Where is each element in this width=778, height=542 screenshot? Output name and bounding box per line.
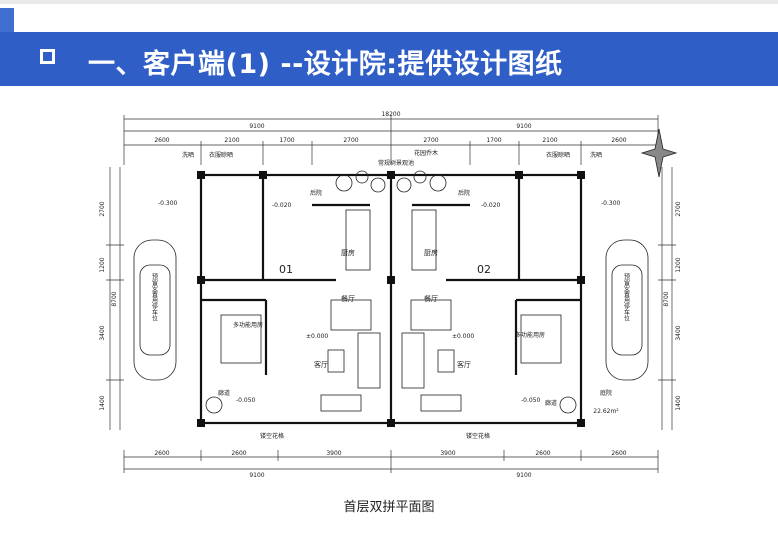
dim-seg-8: 2600 <box>611 137 626 144</box>
garden-right: 镂空花格 <box>466 432 490 440</box>
room-corridor-right: 廊道 <box>545 399 557 407</box>
dim-bot-1: 2600 <box>154 450 169 457</box>
room-kitchen-right: 厨房 <box>424 248 438 257</box>
title-banner: 一、客户端(1) --设计院:提供设计图纸 <box>0 32 778 86</box>
floor-plan-drawing: 18200 9100 9100 2600 2100 1700 2700 2700… <box>99 111 682 479</box>
room-multi-left: 多功能用房 <box>233 321 263 329</box>
unit-label-right: 02 <box>477 263 491 276</box>
level-left-floor: ±0.000 <box>306 333 328 340</box>
room-living-right: 客厅 <box>457 360 471 369</box>
dim-seg-5: 2700 <box>423 137 438 144</box>
room-clothes-right: 衣服晾晒 <box>546 151 570 159</box>
level-left-outer: -0.300 <box>158 200 178 207</box>
dim-side-l1: 2700 <box>99 201 106 216</box>
level-left-wc: -0.020 <box>272 202 292 209</box>
dim-bot-4: 3900 <box>440 450 455 457</box>
dim-side-r1: 2700 <box>675 201 682 216</box>
garden-left: 镂空花格 <box>260 432 284 440</box>
plan-caption: 首层双拼平面图 <box>343 500 435 515</box>
level-left-corridor: -0.050 <box>236 397 256 404</box>
dim-bot-3: 3900 <box>326 450 341 457</box>
unit-label-left: 01 <box>279 263 293 276</box>
room-dining-right: 餐厅 <box>424 294 438 303</box>
dim-half-left: 9100 <box>249 123 264 130</box>
room-laundry-right: 洗晒 <box>590 151 602 159</box>
level-right-wc: -0.020 <box>481 202 501 209</box>
dim-bot-5: 2600 <box>535 450 550 457</box>
room-clothes-left: 衣服晾晒 <box>209 151 233 159</box>
room-backyard-left: 后院 <box>310 189 322 197</box>
dim-seg-3: 1700 <box>279 137 294 144</box>
parking-left: 预留安置用停车位 <box>151 272 158 321</box>
dim-seg-7: 2100 <box>542 137 557 144</box>
dim-total: 18200 <box>381 111 400 118</box>
room-multi-right: 多功能用房 <box>515 331 545 339</box>
accent-bar <box>0 8 14 32</box>
top-rule <box>0 0 778 4</box>
dim-seg-2: 2100 <box>224 137 239 144</box>
room-backyard-right: 后院 <box>458 189 470 197</box>
room-corridor-left: 廊道 <box>218 389 230 397</box>
bullet-square-icon <box>40 49 55 64</box>
room-laundry-left: 洗晒 <box>182 151 194 159</box>
dim-side-l3: 3400 <box>99 325 106 340</box>
dim-side-r2: 1200 <box>675 257 682 272</box>
slide-title: 一、客户端(1) --设计院:提供设计图纸 <box>88 49 563 80</box>
dim-bot-half-1: 9100 <box>249 472 264 479</box>
yard-label: 庭院 <box>600 389 612 397</box>
trees-label: 花园乔木 <box>414 149 438 157</box>
dim-seg-6: 1700 <box>486 137 501 144</box>
level-right-corridor: -0.050 <box>521 397 541 404</box>
room-living-left: 客厅 <box>314 360 328 369</box>
parking-right: 预留安置用停车位 <box>623 272 630 321</box>
level-right-outer: -0.300 <box>601 200 621 207</box>
dim-side-r4: 1400 <box>675 395 682 410</box>
plants-label: 常规树景观池 <box>378 159 414 167</box>
dim-side-l4: 1400 <box>99 395 106 410</box>
level-right-floor: ±0.000 <box>452 333 474 340</box>
dim-side-rtotal: 8700 <box>663 291 670 306</box>
dim-bot-half-2: 9100 <box>516 472 531 479</box>
dim-side-r3: 3400 <box>675 325 682 340</box>
dim-seg-1: 2600 <box>154 137 169 144</box>
dim-bot-6: 2600 <box>611 450 626 457</box>
room-dining-left: 餐厅 <box>341 294 355 303</box>
dim-seg-4: 2700 <box>343 137 358 144</box>
dim-side-ltotal: 8700 <box>111 291 118 306</box>
yard-area: 22.62m² <box>593 408 619 415</box>
dim-half-right: 9100 <box>516 123 531 130</box>
room-kitchen-left: 厨房 <box>341 248 355 257</box>
dim-bot-2: 2600 <box>231 450 246 457</box>
dim-side-l2: 1200 <box>99 257 106 272</box>
